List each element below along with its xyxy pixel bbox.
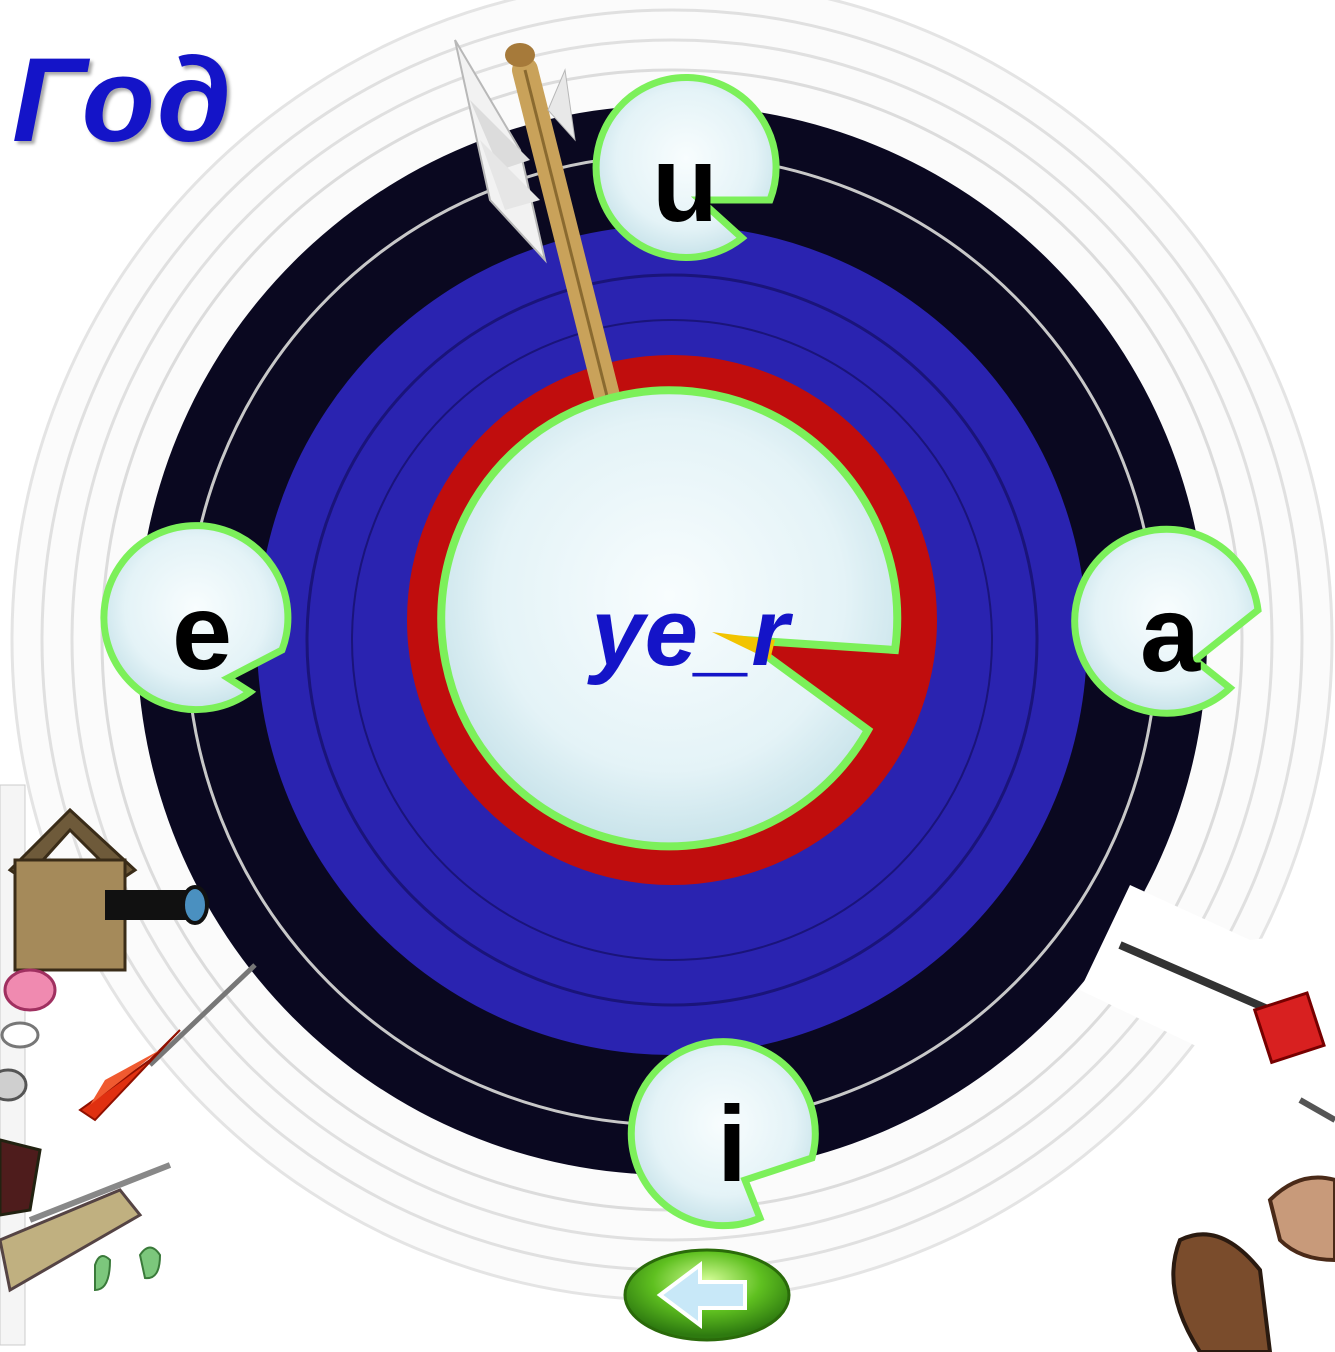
option-letter-bottom[interactable]: i [716, 1083, 747, 1204]
back-arrow-icon [656, 1261, 747, 1329]
option-bubble-right[interactable] [1071, 525, 1262, 717]
option-letter-top[interactable]: u [652, 123, 718, 244]
word-with-gap: ye_r [591, 579, 789, 686]
option-bubble-bottom[interactable] [627, 1038, 819, 1230]
arrow-icon [454, 39, 621, 413]
dart-icon [78, 963, 257, 1122]
birdhouse-icon [0, 784, 209, 1346]
word-bubble [437, 386, 902, 851]
option-bubble-left[interactable] [100, 522, 292, 714]
option-bubble-top[interactable] [592, 74, 780, 261]
page-title: Год [12, 33, 234, 167]
option-letter-left[interactable]: e [171, 571, 233, 692]
darts-decoration [1080, 885, 1335, 1352]
option-letter-right[interactable]: a [1139, 573, 1201, 694]
back-button[interactable] [623, 1248, 791, 1342]
